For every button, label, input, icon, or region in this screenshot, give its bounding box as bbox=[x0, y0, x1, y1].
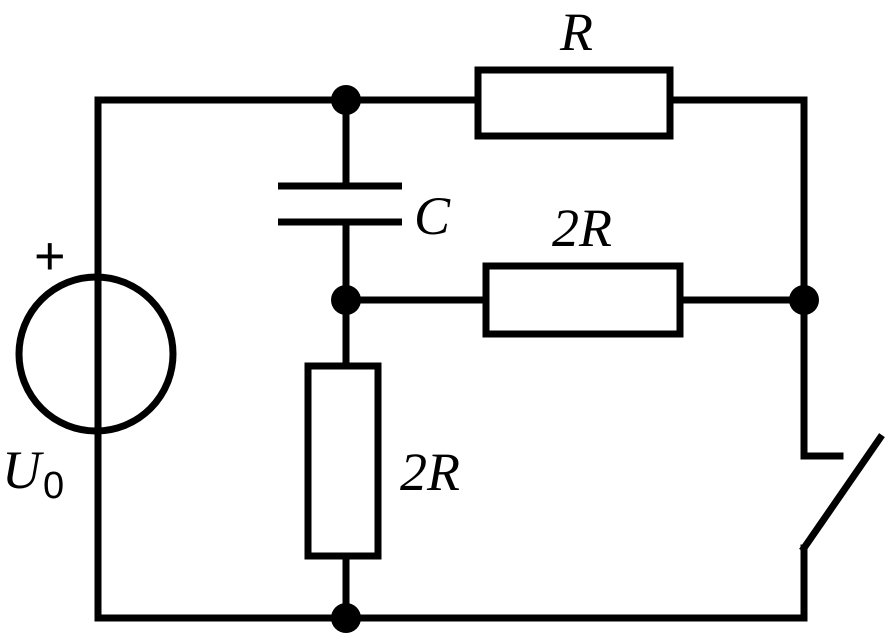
voltage-symbol: U bbox=[2, 440, 44, 500]
resistor-vertical-body bbox=[304, 362, 382, 560]
resistor-top: R bbox=[474, 2, 674, 140]
resistor-middle-label: 2R bbox=[552, 198, 612, 258]
resistor-vertical: 2R bbox=[304, 362, 460, 560]
voltage-source: + U0 bbox=[2, 226, 177, 507]
voltage-source-label: U0 bbox=[2, 440, 64, 507]
capacitor: C bbox=[278, 182, 451, 246]
resistor-middle-body bbox=[482, 262, 684, 338]
switch bbox=[799, 433, 885, 553]
junction-node-right bbox=[789, 285, 819, 315]
resistor-top-label: R bbox=[559, 2, 593, 62]
junction-node-bottom bbox=[331, 603, 361, 633]
junction-node-middle bbox=[331, 285, 361, 315]
voltage-subscript: 0 bbox=[43, 465, 64, 507]
resistor-top-body bbox=[474, 66, 674, 140]
polarity-plus: + bbox=[34, 226, 66, 286]
resistor-vertical-label: 2R bbox=[400, 442, 460, 502]
wires bbox=[94, 96, 844, 622]
switch-blade bbox=[799, 433, 885, 553]
junction-nodes bbox=[331, 85, 819, 633]
resistor-middle: 2R bbox=[482, 198, 684, 338]
junction-node-top bbox=[331, 85, 361, 115]
capacitor-label: C bbox=[414, 186, 451, 246]
